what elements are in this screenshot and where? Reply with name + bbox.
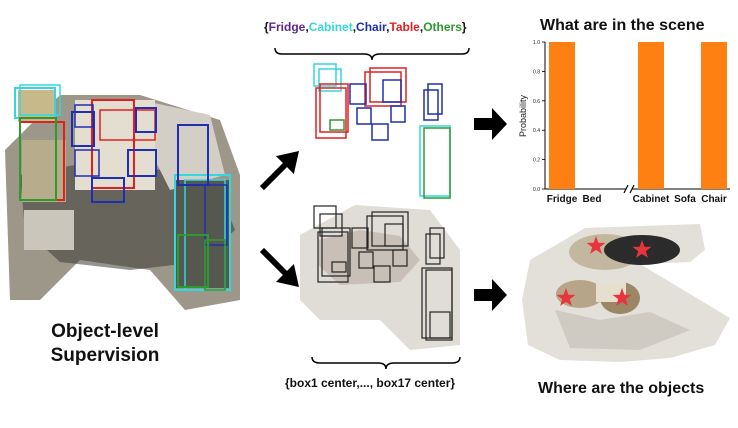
y-tick-label: 1.0 xyxy=(533,40,540,46)
class-separator: , xyxy=(305,20,309,34)
x-tick-label: Fridge xyxy=(547,194,578,205)
class-list-close-brace: } xyxy=(461,20,467,34)
star-icon xyxy=(586,236,606,254)
y-tick-label: 0.8 xyxy=(533,69,540,75)
supervision-label-line1: Object-level xyxy=(51,321,159,342)
y-tick-label: 0.6 xyxy=(533,99,540,105)
x-tick-label: Cabinet xyxy=(633,194,670,205)
bar-cabinet xyxy=(638,42,664,189)
box-center-list: {box1 center,..., box17 center} xyxy=(285,376,456,390)
y-tick-label: 0.4 xyxy=(533,128,540,134)
y-tick-label: 0.0 xyxy=(533,187,540,193)
y-tick-label: 0.2 xyxy=(533,158,540,164)
bar-fridge xyxy=(549,42,575,189)
class-probability-chart: Probability Fridge Bed Cabinet Sofa Chair 0.0… xyxy=(518,40,730,205)
arrow-to-location-map xyxy=(474,279,507,311)
class-separator: , xyxy=(419,20,424,34)
x-tick-label: Chair xyxy=(701,194,727,205)
class-chair: Chair xyxy=(356,20,387,34)
class-colored-boxes xyxy=(274,47,470,199)
arrow-to-center-boxes xyxy=(259,247,299,287)
title-what-in-scene: What are in the scene xyxy=(540,17,705,34)
x-tick-label: Sofa xyxy=(674,194,696,205)
faded-point-cloud-with-center-boxes xyxy=(300,205,461,370)
class-separator: , xyxy=(386,20,390,34)
bar-chair xyxy=(701,42,727,189)
y-axis-label: Probability xyxy=(518,94,528,137)
class-fridge: Fridge xyxy=(268,20,306,34)
class-cabinet: Cabinet xyxy=(308,20,353,34)
star-icon xyxy=(612,288,632,306)
x-tick-label: Bed xyxy=(583,194,602,205)
object-center-stars xyxy=(556,236,652,306)
class-list-open-brace: { xyxy=(264,20,269,34)
class-table: Table xyxy=(389,20,420,34)
title-where-objects: Where are the objects xyxy=(538,380,705,397)
axis-break-mark xyxy=(623,184,629,194)
class-separator: , xyxy=(352,20,357,34)
axis-break-mark xyxy=(629,184,635,194)
annotated-point-cloud xyxy=(5,84,240,310)
class-list: {Fridge,Cabinet,Chair,Table,Others} xyxy=(264,20,467,34)
star-icon xyxy=(632,240,652,258)
object-location-map xyxy=(522,224,730,362)
arrow-to-class-chart xyxy=(474,108,507,140)
star-icon xyxy=(556,288,576,306)
arrow-to-class-boxes xyxy=(259,151,299,191)
supervision-label-line2: Supervision xyxy=(50,345,160,366)
class-others: Others xyxy=(423,20,462,34)
supervision-label: Object-level Supervision xyxy=(10,320,200,368)
